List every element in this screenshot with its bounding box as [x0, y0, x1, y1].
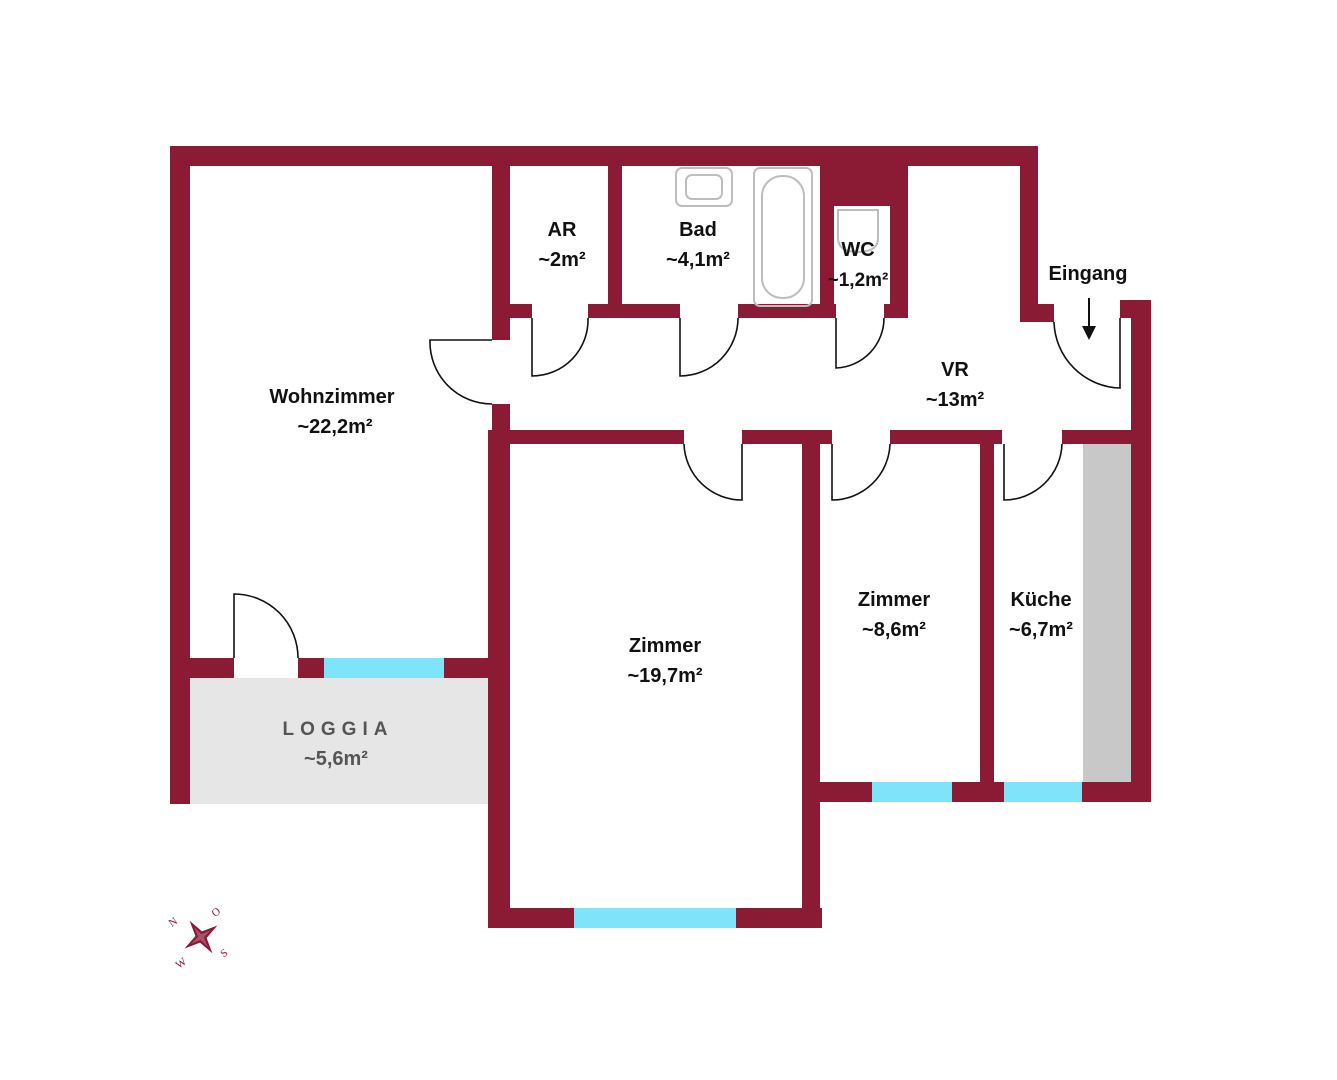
entrance-arrow-icon [1082, 298, 1096, 340]
room-area-kueche: ~6,7m² [1009, 619, 1073, 641]
room-name-wohnzimmer: Wohnzimmer [269, 386, 394, 408]
room-name-kueche: Küche [1010, 589, 1071, 611]
entrance-label: Eingang [1049, 263, 1128, 285]
door-wohnzimmer [429, 339, 493, 405]
door-entrance [1053, 318, 1121, 389]
door-zimmer-small [831, 443, 891, 501]
door-bad [679, 317, 739, 377]
door-zimmer-large [683, 443, 743, 501]
compass-o: O [210, 905, 223, 919]
kitchen-counter [1083, 442, 1131, 782]
sink-icon [675, 167, 733, 207]
window-zimmer-small [872, 782, 952, 802]
bathtub-icon [753, 167, 813, 307]
room-name-bad: Bad [679, 219, 717, 241]
room-area-loggia: ~5,6m² [304, 748, 368, 770]
room-area-vr: ~13m² [926, 389, 985, 411]
room-name-wc: WC [841, 239, 874, 261]
room-name-zimmer-large: Zimmer [629, 635, 701, 657]
door-loggia [233, 593, 299, 659]
compass-n: N [167, 915, 180, 929]
room-area-bad: ~4,1m² [666, 249, 730, 271]
room-area-wc: ~1,2m² [828, 270, 889, 291]
toilet-icon [837, 209, 879, 254]
doors [233, 317, 1121, 659]
room-name-zimmer-small: Zimmer [858, 589, 930, 611]
window-zimmer-large [574, 908, 736, 928]
door-ar [531, 317, 589, 377]
door-kueche [1003, 443, 1063, 501]
compass-w: W [174, 955, 190, 971]
door-wc [835, 317, 885, 369]
window-kueche [1004, 782, 1082, 802]
room-area-zimmer-large: ~19,7m² [627, 665, 702, 687]
room-area-zimmer-small: ~8,6m² [862, 619, 926, 641]
walls [170, 146, 1151, 928]
loggia-floor [190, 678, 488, 804]
bathroom-fixtures [675, 167, 879, 307]
room-name-loggia: LOGGIA [283, 719, 394, 740]
window-loggia [324, 658, 444, 678]
room-area-ar: ~2m² [538, 249, 586, 271]
room-area-wohnzimmer: ~22,2m² [297, 416, 372, 438]
compass-s: S [218, 947, 230, 960]
room-name-ar: AR [548, 219, 577, 241]
windows [324, 658, 1082, 928]
compass-rose-icon [184, 920, 218, 954]
room-name-vr: VR [941, 359, 969, 381]
